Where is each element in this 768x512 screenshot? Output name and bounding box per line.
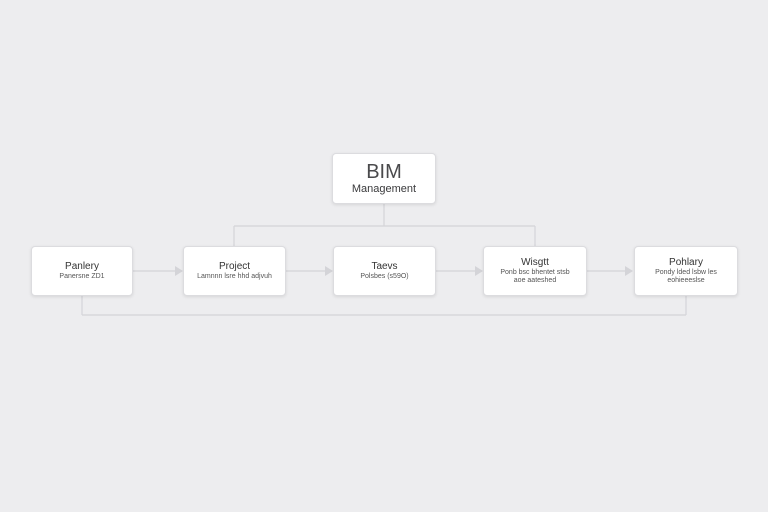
step-node-1[interactable]: Panlery Panersne ZD1 xyxy=(31,246,133,296)
step-subtitle: Lamnnn lsre hhd adjvuh xyxy=(197,273,272,280)
step-node-2[interactable]: Project Lamnnn lsre hhd adjvuh xyxy=(183,246,286,296)
step-node-5[interactable]: Pohlary Pondy lded lsbw les eohieeeslse xyxy=(634,246,738,296)
root-node[interactable]: BIM Management xyxy=(332,153,436,204)
step-node-4[interactable]: Wisgtt Ponb bsc bhentet stsb aoe aateshe… xyxy=(483,246,587,296)
step-subtitle: Ponb bsc bhentet stsb aoe aateshed xyxy=(500,269,570,284)
root-subtitle: Management xyxy=(351,183,417,195)
flow-arrowhead-2 xyxy=(325,266,333,276)
step-title: Pohlary xyxy=(669,257,703,268)
flow-arrowhead-3 xyxy=(475,266,483,276)
step-title: Project xyxy=(218,261,251,272)
step-title: Wisgtt xyxy=(521,257,549,268)
step-node-3[interactable]: Taevs Polsbes (s59O) xyxy=(333,246,436,296)
flow-arrowhead-1 xyxy=(175,266,183,276)
step-subtitle: Pondy lded lsbw les eohieeeslse xyxy=(655,269,717,284)
root-title: BIM xyxy=(366,161,402,183)
step-title: Taevs xyxy=(371,261,398,272)
step-title: Panlery xyxy=(65,261,99,272)
step-subtitle: Panersne ZD1 xyxy=(59,273,105,280)
flow-arrowhead-4 xyxy=(625,266,633,276)
step-subtitle: Polsbes (s59O) xyxy=(360,273,409,280)
